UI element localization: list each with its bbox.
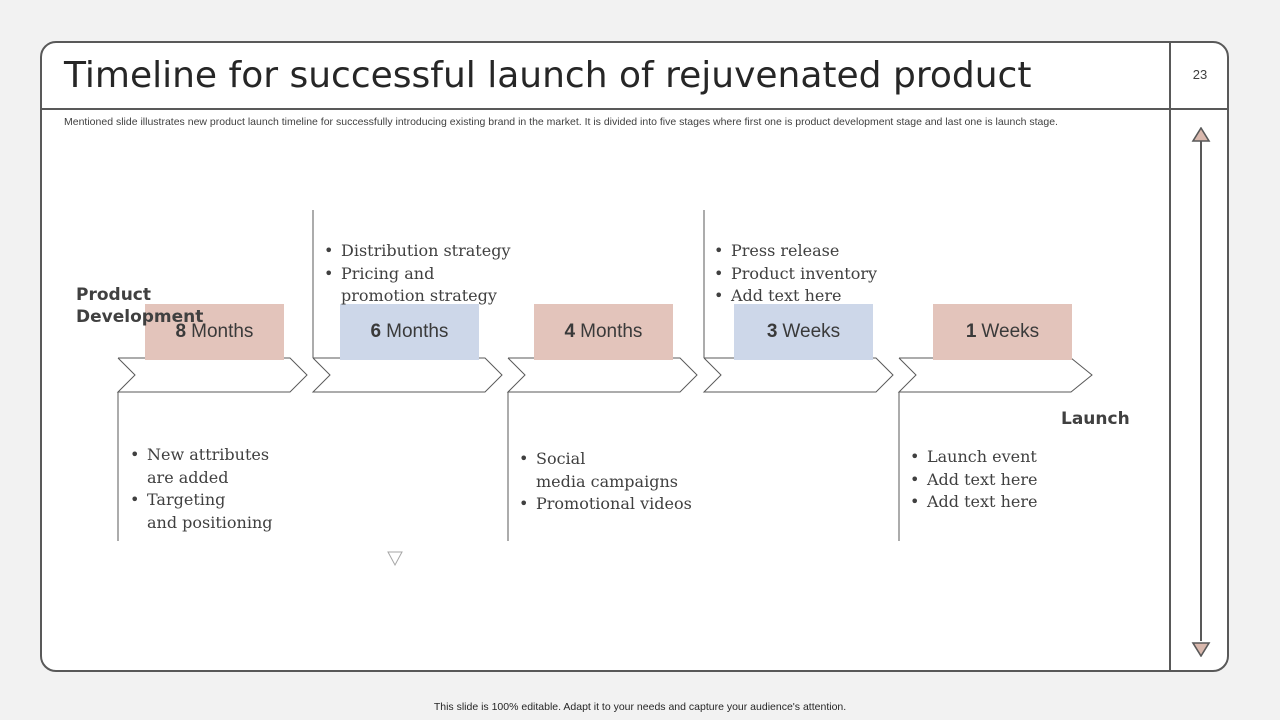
footer-note: This slide is 100% editable. Adapt it to… [433,701,847,713]
triangle-outline-icon [387,551,403,567]
list-item: Distribution strategy [322,240,510,263]
stage-3-bullets: Social media campaigns Promotional video… [517,448,692,516]
chevron-4 [702,357,894,393]
stage-4-bullets: Press release Product inventory Add text… [712,240,877,308]
scroll-track[interactable] [1200,141,1202,641]
chevron-3 [506,357,698,393]
triangle-down-icon[interactable] [1191,641,1211,657]
list-item: Product inventory [712,263,877,286]
triangle-up-icon[interactable] [1191,127,1211,143]
list-item: Add text here [908,469,1037,492]
stage-value: 8 [175,321,187,342]
page-number: 23 [1192,67,1208,82]
list-item: New attributes are added [128,444,273,489]
stage-5-bullets: Launch event Add text here Add text here [908,446,1037,514]
list-item: Press release [712,240,877,263]
list-item: Add text here [712,285,877,308]
stage-value: 1 [965,321,977,342]
chevron-5 [897,357,1093,393]
list-item: Targeting and positioning [128,489,273,534]
stage-value: 6 [370,321,382,342]
stage-unit: Weeks [981,321,1040,342]
list-item: Promotional videos [517,493,692,516]
list-item: Social media campaigns [517,448,692,493]
stage-unit: Weeks [782,321,841,342]
stage-unit: Months [191,321,254,342]
stage-value: 3 [766,321,778,342]
end-label: Launch [1061,409,1130,429]
stage-value: 4 [564,321,576,342]
stage-2-bullets: Distribution strategy Pricing and promot… [322,240,510,308]
stage-unit: Months [580,321,643,342]
list-item: Launch event [908,446,1037,469]
list-item: Add text here [908,491,1037,514]
slide-title: Timeline for successful launch of rejuve… [64,55,1032,96]
title-divider [42,108,1227,110]
stage-unit: Months [386,321,449,342]
slide-subtitle: Mentioned slide illustrates new product … [64,116,1058,128]
side-panel-divider [1169,43,1171,670]
start-label: Product Development [76,285,204,327]
chevron-2 [311,357,503,393]
chevron-1 [116,357,308,393]
stage-1-bullets: New attributes are added Targeting and p… [128,444,273,534]
list-item: Pricing and promotion strategy [322,263,510,308]
